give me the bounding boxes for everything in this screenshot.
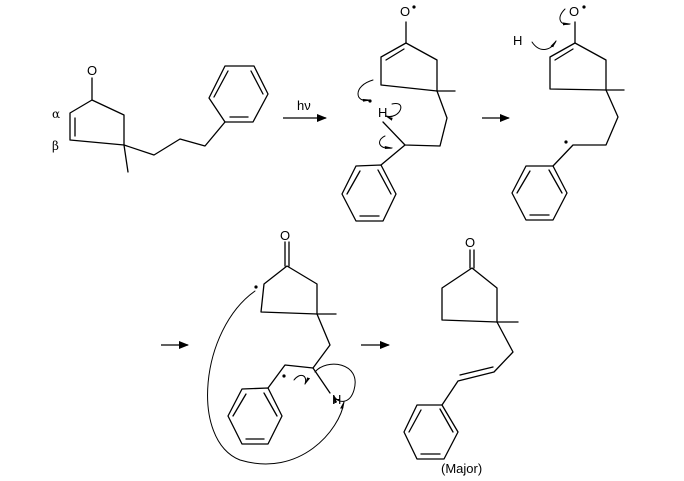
photolysis-arrow: hν	[283, 98, 327, 122]
alpha-label: α	[52, 107, 60, 121]
styrene-product: O (Major)	[403, 235, 519, 476]
excited-state-diradical: O H	[341, 4, 456, 222]
starting-enone: O α β	[52, 63, 269, 173]
beta-label: β	[52, 139, 59, 153]
cyclization-intermediate: O H	[207, 228, 356, 465]
carbonyl-oxygen-label: O	[87, 63, 97, 78]
major-label: (Major)	[441, 461, 482, 476]
oxy-radical-label-3: O	[569, 4, 579, 19]
hydrogen-label-3: H	[513, 33, 522, 48]
1-5-diradical: O H	[511, 4, 625, 221]
carbonyl-oxygen-label-5: O	[465, 235, 475, 250]
hv-label: hν	[297, 98, 311, 113]
oxy-radical-label: O	[400, 4, 410, 19]
hydrogen-label-4: H	[332, 392, 341, 407]
hydrogen-label-2: H	[378, 105, 387, 120]
carbonyl-oxygen-label-4: O	[280, 228, 290, 243]
